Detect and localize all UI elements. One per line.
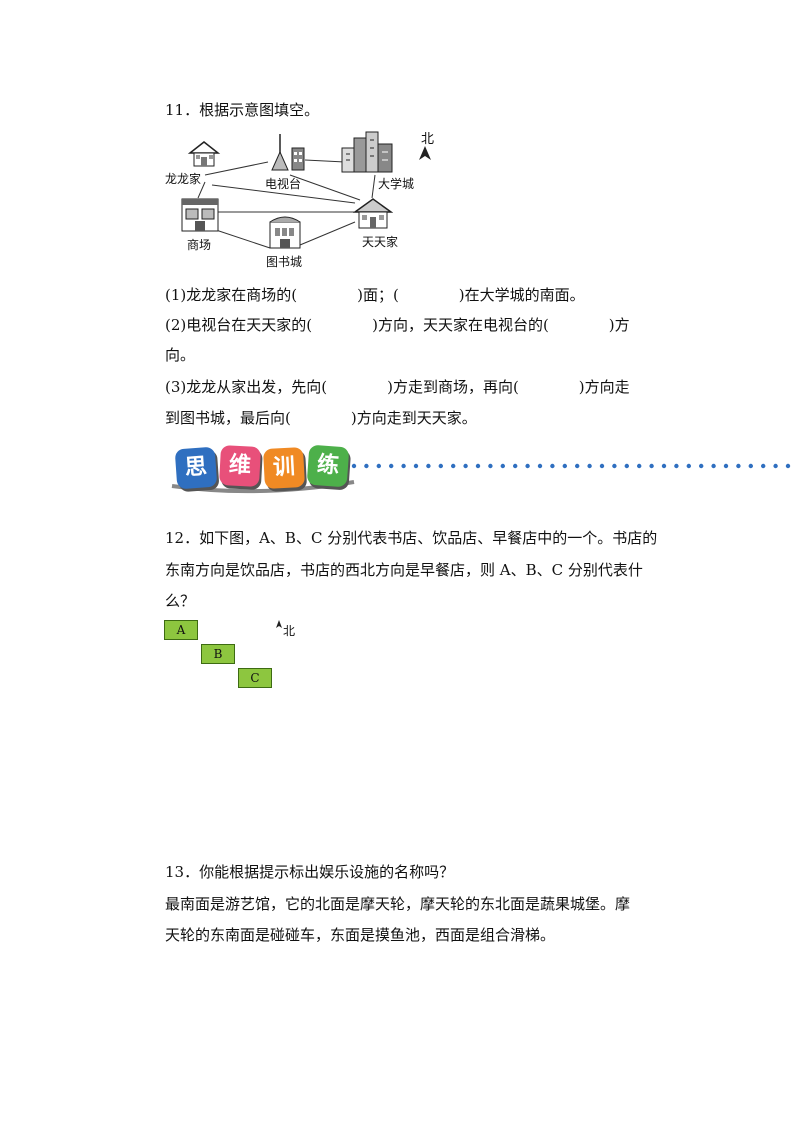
q12-line-2: 东南方向是饮品店，书店的西北方向是早餐店，则 A、B、C 分别代表什 (165, 561, 643, 579)
banner-dot (488, 463, 493, 469)
label-tv-station: 电视台 (265, 177, 302, 191)
banner-dot (550, 463, 555, 469)
banner-dot (699, 463, 704, 469)
banner-dotted-line (351, 463, 791, 469)
banner-dot (748, 463, 753, 469)
longlong-home-icon (187, 141, 221, 167)
banner-dot (562, 463, 567, 469)
banner-dot (649, 463, 654, 469)
banner-dot (500, 463, 505, 469)
banner-char-4: 练 (306, 444, 350, 488)
banner-char-1: 思 (174, 446, 218, 490)
box-b: B (201, 644, 235, 664)
north-arrow-icon (419, 146, 431, 160)
banner-dot (736, 463, 741, 469)
q13-line-3: 天轮的东南面是碰碰车，东面是摸鱼池，西面是组合滑梯。 (165, 926, 556, 944)
banner-dot (451, 463, 456, 469)
box-c: C (238, 668, 272, 688)
banner-dot (389, 463, 394, 469)
tv-station-icon (271, 134, 305, 171)
q11-heading: 11．根据示意图填空。 (165, 101, 320, 119)
banner-dot (463, 463, 468, 469)
q13-heading: 13．你能根据提示标出娱乐设施的名称吗？ (165, 863, 455, 881)
banner-dot (513, 463, 518, 469)
q11-part3-cont: 到图书城，最后向( )方向走到天天家。 (165, 409, 477, 427)
banner-dot (438, 463, 443, 469)
q12-line-1: 12．如下图，A、B、C 分别代表书店、饮品店、早餐店中的一个。书店的 (165, 529, 658, 547)
q12-north-arrow-icon (276, 620, 282, 628)
banner-dot (773, 463, 778, 469)
banner-dot (426, 463, 431, 469)
tiantian-home-icon (353, 198, 393, 229)
library-icon (269, 216, 301, 249)
q12-north-label: 北 (283, 624, 296, 638)
q11-part3: (3)龙龙从家出发，先向( )方走到商场，再向( )方向走 (165, 378, 630, 396)
banner-dot (475, 463, 481, 469)
banner-dot (525, 463, 530, 469)
north-label: 北 (421, 132, 435, 147)
banner-dot (413, 463, 419, 469)
map-connection-lines (197, 159, 376, 249)
q12-line-3: 么？ (165, 592, 196, 610)
banner-dot (637, 463, 642, 469)
banner-dot (711, 463, 716, 469)
university-town-icon (341, 131, 393, 173)
banner-char-3: 训 (262, 446, 306, 490)
banner-dot (661, 463, 667, 469)
label-mall: 商场 (187, 238, 212, 252)
banner-dot (351, 463, 357, 469)
banner-dot (785, 463, 791, 469)
q11-part2-cont: 向。 (165, 346, 196, 364)
label-tiantian-home: 天天家 (362, 235, 399, 249)
label-longlong-home: 龙龙家 (165, 172, 202, 186)
banner-dot (624, 463, 629, 469)
banner-dot (537, 463, 543, 469)
banner-dot (674, 463, 679, 469)
banner-dot (575, 463, 580, 469)
banner-char-2: 维 (218, 444, 262, 488)
mall-icon (181, 198, 219, 232)
banner-dot (587, 463, 592, 469)
banner-dot (612, 463, 617, 469)
banner-dot (376, 463, 381, 469)
banner-dot (686, 463, 691, 469)
q11-part1: (1)龙龙家在商场的( )面；( )在大学城的南面。 (165, 286, 585, 304)
box-a: A (164, 620, 198, 640)
banner-dot (761, 463, 766, 469)
q11-part2: (2)电视台在天天家的( )方向，天天家在电视台的( )方 (165, 316, 630, 334)
banner-dot (401, 463, 406, 469)
banner-dot (599, 463, 605, 469)
banner-dot (364, 463, 369, 469)
banner-dot (723, 463, 729, 469)
label-university-town: 大学城 (378, 177, 415, 191)
label-library: 图书城 (266, 255, 303, 269)
q13-line-2: 最南面是游艺馆，它的北面是摩天轮，摩天轮的东北面是蔬果城堡。摩 (165, 895, 631, 913)
